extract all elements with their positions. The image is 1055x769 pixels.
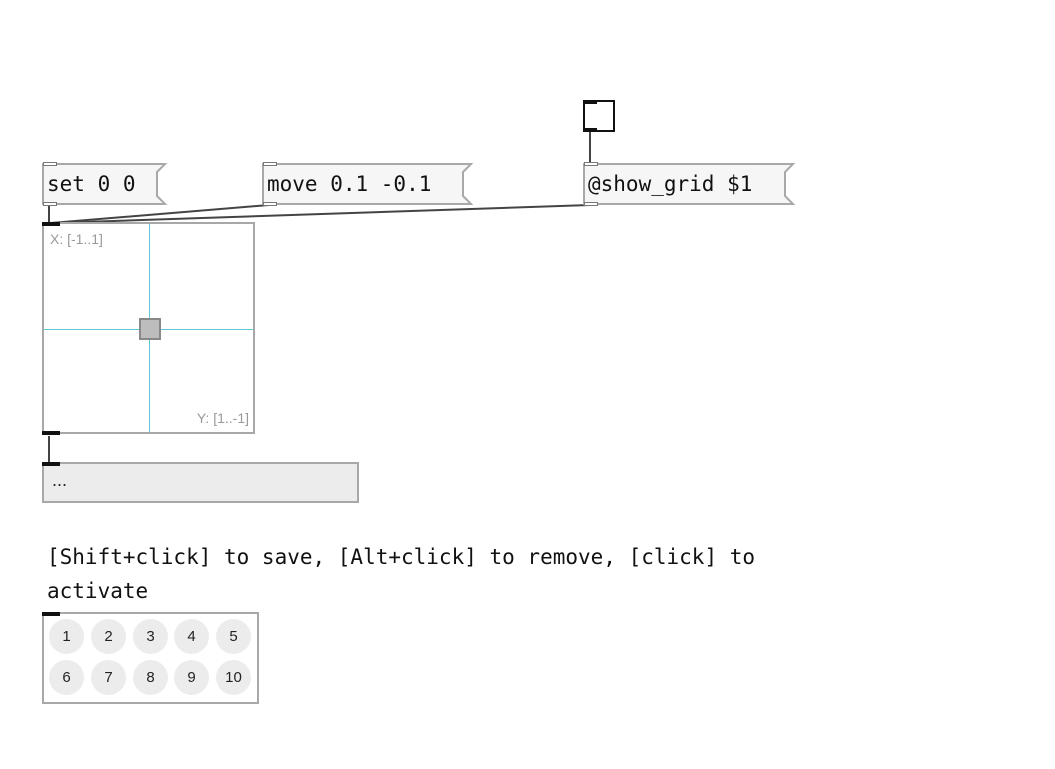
- slider-2d-inlet[interactable]: [42, 222, 60, 226]
- toggle-checkbox[interactable]: [583, 100, 615, 132]
- slider-2d-knob[interactable]: [139, 318, 161, 340]
- preset-box[interactable]: 1 2 3 4 5 6 7 8 9 10: [42, 612, 259, 704]
- instructions-comment: [Shift+click] to save, [Alt+click] to re…: [47, 545, 756, 603]
- set-message[interactable]: set 0 0: [42, 162, 168, 206]
- preset-slot-3[interactable]: 3: [133, 619, 168, 654]
- preset-slot-8[interactable]: 8: [133, 660, 168, 695]
- preset-inlet[interactable]: [42, 612, 60, 616]
- move-message-outlet[interactable]: [263, 202, 277, 206]
- preset-slot-1[interactable]: 1: [49, 619, 84, 654]
- show-grid-message-label: @show_grid $1: [588, 172, 753, 196]
- cord-move-to-slider[interactable]: [50, 204, 270, 224]
- preset-slot-2[interactable]: 2: [91, 619, 126, 654]
- display-inlet[interactable]: [42, 462, 60, 466]
- set-message-inlet[interactable]: [43, 162, 57, 166]
- toggle-inlet[interactable]: [583, 100, 597, 104]
- set-message-label: set 0 0: [47, 172, 136, 196]
- slider-2d[interactable]: X: [-1..1] Y: [1..-1]: [42, 222, 255, 434]
- preset-slot-6[interactable]: 6: [49, 660, 84, 695]
- slider-2d-outlet[interactable]: [42, 431, 60, 435]
- toggle-outlet[interactable]: [583, 128, 597, 132]
- move-message[interactable]: move 0.1 -0.1: [262, 162, 474, 206]
- set-message-outlet[interactable]: [43, 202, 57, 206]
- preset-slot-4[interactable]: 4: [174, 619, 209, 654]
- x-range-label: X: [-1..1]: [50, 231, 103, 247]
- preset-slot-7[interactable]: 7: [91, 660, 126, 695]
- show-grid-message-outlet[interactable]: [584, 202, 598, 206]
- y-range-label: Y: [1..-1]: [196, 410, 249, 426]
- output-display: ...: [42, 462, 359, 503]
- move-message-inlet[interactable]: [263, 162, 277, 166]
- preset-slot-10[interactable]: 10: [216, 660, 251, 695]
- preset-slot-5[interactable]: 5: [216, 619, 251, 654]
- preset-slot-9[interactable]: 9: [174, 660, 209, 695]
- show-grid-message-inlet[interactable]: [584, 162, 598, 166]
- show-grid-message[interactable]: @show_grid $1: [583, 162, 796, 206]
- display-value: ...: [52, 470, 68, 490]
- cord-show-grid-to-slider[interactable]: [52, 204, 591, 224]
- move-message-label: move 0.1 -0.1: [267, 172, 432, 196]
